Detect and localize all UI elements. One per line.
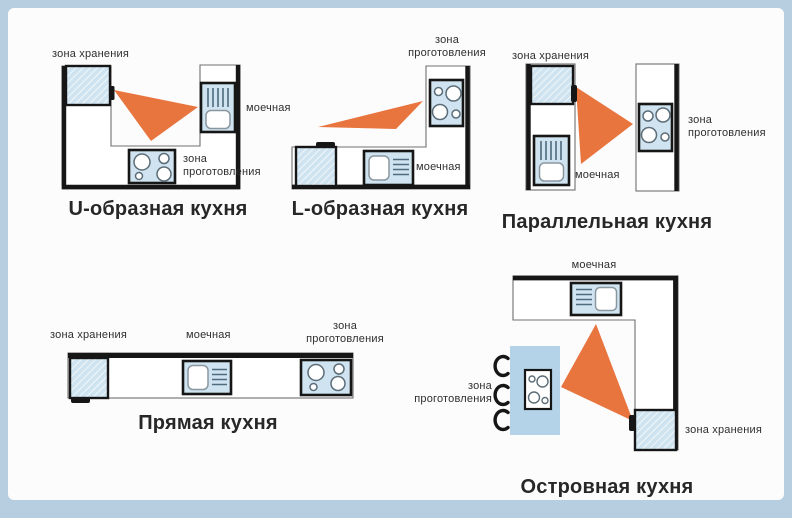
work-triangle [561,324,633,421]
storage-zone-icon [629,408,678,452]
island-sink-label: моечная [571,259,617,271]
work-triangle [318,101,423,129]
storage-zone-icon [294,142,338,188]
l-shape-sink-label: моечная [416,161,461,173]
straight-title: Прямая кухня [138,412,278,434]
work-triangle [576,87,633,164]
island-title: Островная кухня [520,476,694,498]
l-shape-cooking-label: зона проготовления [408,34,486,59]
storage-zone-icon [64,64,115,107]
straight-cooking-label: зона проготовления [306,320,384,345]
island-storage-label: зона хранения [685,424,762,436]
parallel-title: Параллельная кухня [501,211,713,233]
storage-zone-icon [529,64,577,106]
parallel-storage-label: зона хранения [512,50,589,62]
sink-icon [199,81,237,134]
stove-icon [523,368,553,411]
straight-storage-label: зона хранения [50,329,127,341]
chair-icon [493,383,510,407]
parallel-cooking-label: зона проготовления [688,114,766,139]
l-shape-kitchen-plan [291,65,471,190]
cabinet-handle-notch [629,415,635,431]
stove-icon [299,358,353,397]
cabinet-handle-notch [571,85,577,102]
u-shape-sink-label: моечная [246,102,291,114]
cabinet-handle-notch [316,142,335,148]
stove-icon [127,148,177,185]
diagram-canvas: зона хранения моечная зона проготовления… [8,8,784,500]
stove-icon [637,102,674,153]
cabinet-handle-notch [109,86,115,100]
sink-icon [181,359,233,396]
chair-icon [493,408,510,432]
chair-icon [493,354,510,378]
work-triangle [114,90,198,141]
bar-chairs [493,354,510,432]
stove-icon [428,78,465,128]
straight-sink-label: моечная [186,329,231,341]
u-shape-storage-label: зона хранения [52,48,129,60]
parallel-sink-label: моечная [575,169,620,181]
l-shape-title: L-образная кухня [291,198,469,220]
storage-zone-icon [68,356,110,403]
parallel-kitchen-plan [525,63,680,192]
sink-icon [532,134,571,187]
cabinet-handle-notch [71,397,90,403]
straight-kitchen-plan [67,352,354,403]
island-kitchen-plan [493,275,679,452]
u-shape-counter-outer-wall [61,65,241,190]
sink-icon [569,281,623,317]
u-shape-cooking-label: зона проготовления [183,153,261,178]
kitchen-plans-svg [61,63,680,452]
u-shape-title: U-образная кухня [68,198,248,220]
u-shape-kitchen-plan [61,64,241,190]
sink-icon [362,149,415,187]
island-cooking-label: зона проготовления [414,380,492,405]
